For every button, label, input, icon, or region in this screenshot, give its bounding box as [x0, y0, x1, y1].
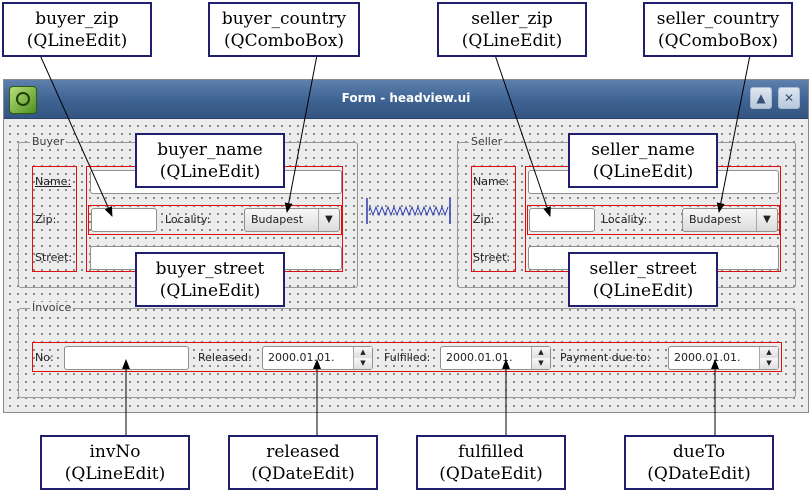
fulfilled-date-value: 2000.01.01.	[446, 351, 513, 364]
callout-seller-street: seller_street (QLineEdit)	[568, 252, 718, 307]
callout-type: (QLineEdit)	[592, 161, 694, 182]
spin-down-icon[interactable]: ▼	[759, 358, 778, 369]
callout-name: buyer_name	[157, 139, 263, 160]
buyer-locality-label: Locality:	[165, 213, 211, 226]
released-label: Released:	[198, 351, 252, 364]
callout-type: (QDateEdit)	[439, 463, 543, 484]
callout-type: (QLineEdit)	[64, 463, 166, 484]
callout-buyer-name: buyer_name (QLineEdit)	[135, 133, 285, 188]
buyer-zip-label: Zip:	[35, 213, 57, 226]
seller-country-leader	[716, 54, 751, 213]
callout-dueto: dueTo (QDateEdit)	[624, 435, 774, 490]
callout-type: (QDateEdit)	[647, 463, 751, 484]
callout-fulfilled: fulfilled (QDateEdit)	[416, 435, 566, 490]
buyer-country-combobox[interactable]: Budapest ▼	[244, 208, 340, 232]
callout-name: fulfilled	[458, 441, 524, 462]
seller-name-label: Name:	[473, 175, 510, 188]
callout-released: released (QDateEdit)	[228, 435, 378, 490]
close-icon: ✕	[783, 91, 795, 105]
callout-type: (QLineEdit)	[461, 30, 563, 51]
seller-street-label: Street:	[473, 251, 511, 264]
invoice-groupbox	[18, 308, 796, 398]
seller-zip-label: Zip:	[473, 213, 495, 226]
seller-label-column-marker	[471, 166, 516, 272]
callout-type: (QLineEdit)	[159, 280, 261, 301]
seller-group-label: Seller	[469, 135, 505, 148]
spin-down-icon[interactable]: ▼	[531, 358, 550, 369]
qt-designer-icon	[9, 86, 37, 114]
callout-name: buyer_zip	[35, 8, 119, 29]
buyer-group-label: Buyer	[30, 135, 67, 148]
seller-zip-leader	[494, 54, 551, 217]
callout-name: released	[266, 441, 340, 462]
seller-zip-input[interactable]	[529, 208, 595, 232]
due-date-value: 2000.01.01.	[674, 351, 741, 364]
callout-buyer-street: buyer_street (QLineEdit)	[135, 252, 285, 307]
invoice-no-label: No:	[35, 351, 54, 364]
callout-seller-country: seller_country (QComboBox)	[643, 2, 793, 57]
callout-buyer-zip: buyer_zip (QLineEdit)	[2, 2, 152, 57]
fulfilled-label: Fulfilled:	[384, 351, 431, 364]
callout-name: seller_street	[589, 258, 697, 279]
callout-type: (QComboBox)	[658, 30, 778, 51]
payment-due-label: Payment due to:	[560, 351, 651, 364]
window-title: Form - headview.ui	[341, 91, 471, 105]
buyer-zip-leader	[39, 54, 113, 217]
callout-name: seller_zip	[471, 8, 553, 29]
seller-locality-label: Locality:	[602, 213, 648, 226]
invoice-row-marker	[32, 342, 782, 372]
callout-name: buyer_country	[221, 8, 347, 29]
callout-type: (QLineEdit)	[26, 30, 128, 51]
buyer-zip-row-marker	[88, 205, 342, 235]
buyer-label-column-marker	[32, 166, 77, 272]
callout-name: seller_name	[591, 139, 695, 160]
minimize-button[interactable]: ▲	[750, 87, 772, 109]
spin-down-icon[interactable]: ▼	[353, 358, 372, 369]
buyer-street-label: Street:	[35, 251, 73, 264]
seller-country-value: Budapest	[689, 213, 742, 226]
horizontal-spacer	[366, 198, 451, 224]
callout-type: (QComboBox)	[224, 30, 344, 51]
callout-name: dueTo	[672, 441, 726, 462]
callout-name: seller_country	[656, 8, 780, 29]
due-date-edit[interactable]: 2000.01.01. ▲ ▼	[668, 346, 779, 370]
callout-name: invNo	[89, 441, 141, 462]
buyer-name-label: Name:	[35, 175, 72, 188]
invoice-group-label: Invoice	[30, 301, 74, 314]
callout-buyer-country: buyer_country (QComboBox)	[208, 2, 360, 57]
title-bar[interactable]: Form - headview.ui ▲ ✕	[4, 80, 808, 119]
seller-country-combobox[interactable]: Budapest ▼	[682, 208, 778, 232]
seller-zip-row-marker	[527, 205, 780, 235]
fulfilled-date-edit[interactable]: 2000.01.01. ▲ ▼	[440, 346, 551, 370]
buyer-country-leader	[284, 54, 318, 213]
buyer-country-value: Budapest	[251, 213, 304, 226]
callout-type: (QLineEdit)	[592, 280, 694, 301]
callout-seller-zip: seller_zip (QLineEdit)	[437, 2, 587, 57]
callout-type: (QDateEdit)	[251, 463, 355, 484]
buyer-zip-input[interactable]	[91, 208, 157, 232]
callout-invno: invNo (QLineEdit)	[40, 435, 190, 490]
callout-name: buyer_street	[155, 258, 265, 279]
triangle-down-icon[interactable]: ▼	[756, 209, 777, 231]
callout-seller-name: seller_name (QLineEdit)	[568, 133, 718, 188]
close-button[interactable]: ✕	[778, 87, 800, 109]
triangle-up-icon: ▲	[756, 91, 766, 105]
callout-type: (QLineEdit)	[159, 161, 261, 182]
triangle-down-icon[interactable]: ▼	[318, 209, 339, 231]
